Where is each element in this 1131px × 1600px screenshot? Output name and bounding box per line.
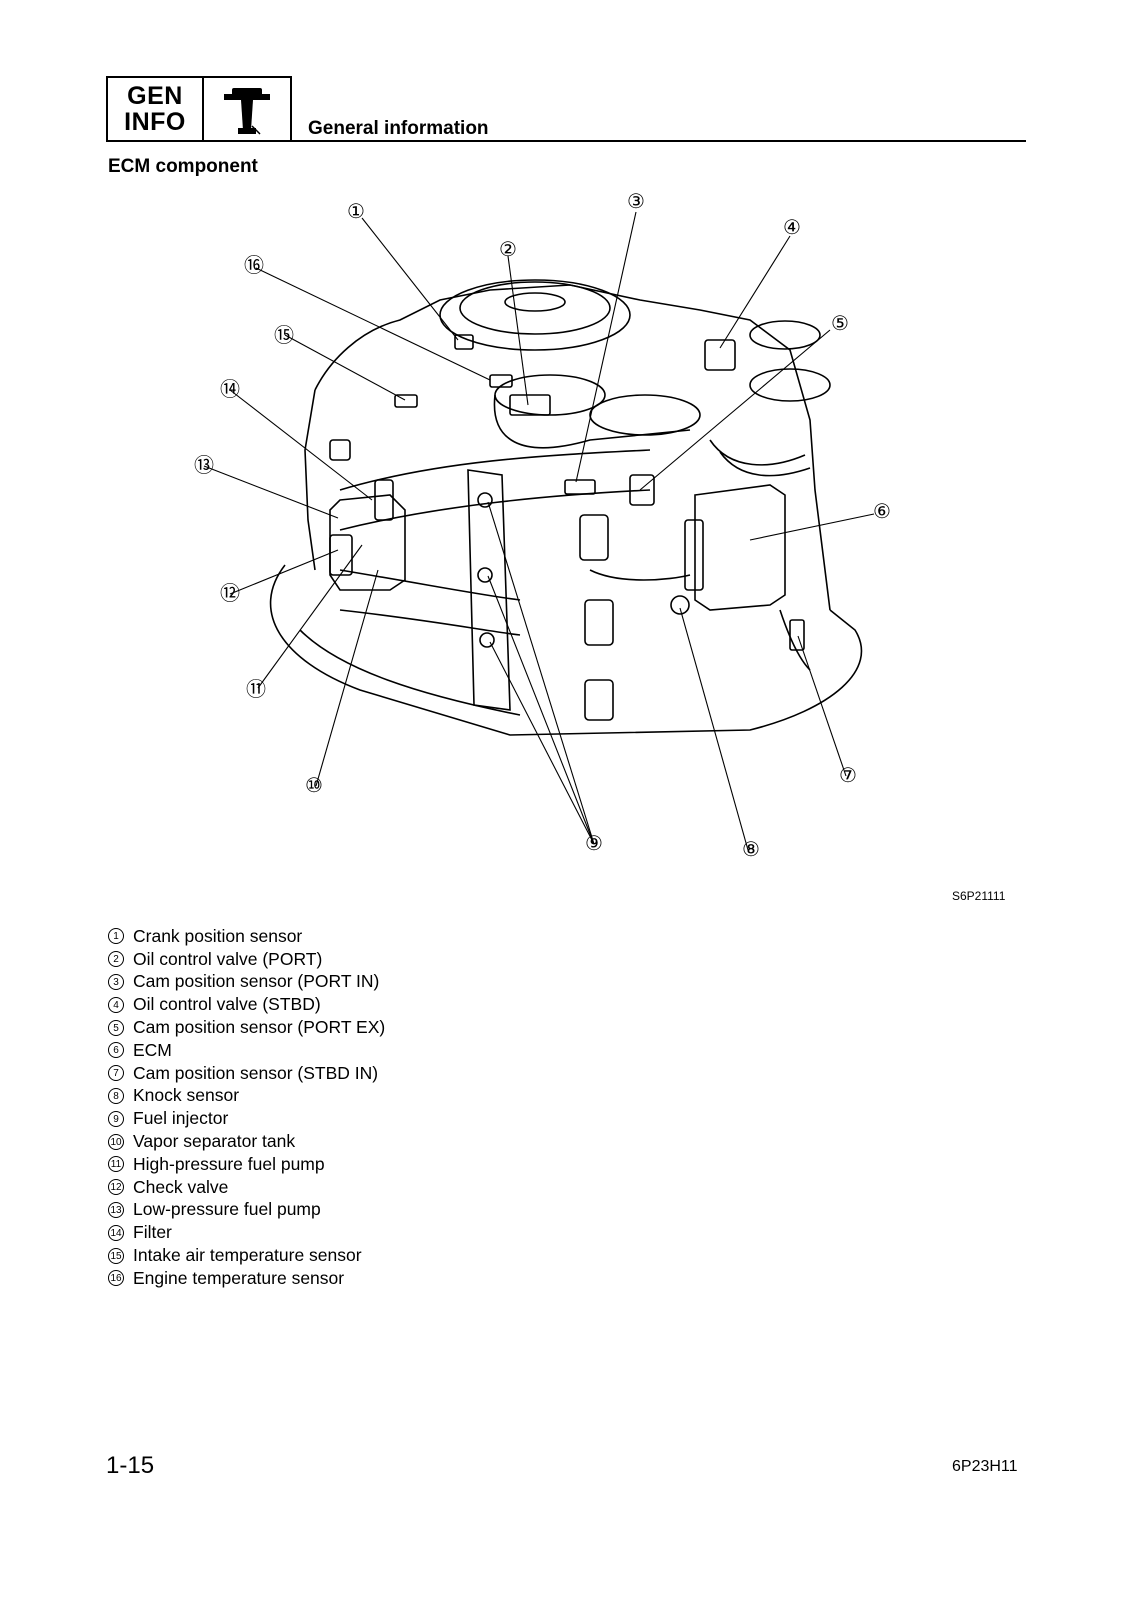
document-code: 6P23H11	[952, 1458, 1018, 1475]
legend-item: 12 Check valve	[108, 1176, 385, 1199]
legend-item: 11 High-pressure fuel pump	[108, 1153, 385, 1176]
legend-number: 10	[108, 1133, 124, 1150]
callout-15: ⑮	[274, 324, 294, 347]
legend-item: 4 Oil control valve (STBD)	[108, 993, 385, 1016]
callout-10: ⑩	[305, 775, 323, 797]
callout-13: ⑬	[194, 454, 214, 477]
legend-item: 7 Cam position sensor (STBD IN)	[108, 1062, 385, 1085]
legend-label: Engine temperature sensor	[133, 1267, 345, 1288]
legend-item: 6 ECM	[108, 1039, 385, 1062]
page-number: 1-15	[106, 1452, 155, 1479]
callout-5: ⑤	[831, 313, 849, 335]
legend-number: 5	[108, 1019, 124, 1036]
badge-line-info: INFO	[124, 108, 186, 136]
legend-number: 11	[108, 1156, 124, 1173]
outboard-motor-icon	[204, 78, 290, 140]
figure-code: S6P21111	[952, 889, 1006, 903]
legend-item: 8 Knock sensor	[108, 1085, 385, 1108]
legend-item: 5 Cam position sensor (PORT EX)	[108, 1016, 385, 1039]
legend-number: 15	[108, 1247, 124, 1264]
legend-number: 13	[108, 1201, 124, 1218]
section-badge: GEN INFO	[106, 76, 292, 142]
callout-leader-lines	[203, 211, 875, 851]
legend-number: 3	[108, 973, 124, 990]
legend-label: Vapor separator tank	[133, 1131, 296, 1152]
callout-16: ⑯	[244, 254, 264, 277]
callout-7: ⑦	[839, 765, 857, 787]
callout-6: ⑥	[873, 501, 891, 523]
callout-9: ⑨	[585, 833, 603, 855]
legend-number: 12	[108, 1179, 124, 1196]
legend-label: Crank position sensor	[133, 925, 303, 946]
legend-number: 1	[108, 928, 124, 945]
legend-item: 16 Engine temperature sensor	[108, 1267, 385, 1290]
legend-label: Oil control valve (STBD)	[133, 994, 321, 1015]
legend-item: 1 Crank position sensor	[108, 925, 385, 948]
legend-label: High-pressure fuel pump	[133, 1153, 325, 1174]
engine-ecm-diagram: ① ② ③ ④ ⑤ ⑥ ⑦ ⑧ ⑨ ⑩ ⑪ ⑫ ⑬ ⑭ ⑮ ⑯	[194, 191, 891, 861]
legend-label: Check valve	[133, 1176, 229, 1197]
legend-label: Cam position sensor (PORT IN)	[133, 971, 380, 992]
legend-item: 14 Filter	[108, 1221, 385, 1244]
legend-label: Oil control valve (PORT)	[133, 948, 323, 969]
legend-item: 9 Fuel injector	[108, 1107, 385, 1130]
legend-label: Cam position sensor (PORT EX)	[133, 1017, 386, 1038]
legend-number: 8	[108, 1087, 124, 1104]
legend-number: 4	[108, 996, 124, 1013]
legend-number: 14	[108, 1224, 124, 1241]
callout-2: ②	[499, 239, 517, 261]
legend-number: 2	[108, 951, 124, 968]
page-header-title: General information	[308, 118, 489, 139]
legend-item: 15 Intake air temperature sensor	[108, 1244, 385, 1267]
legend-label: Knock sensor	[133, 1085, 240, 1106]
callout-11: ⑪	[246, 678, 266, 701]
legend-label: Cam position sensor (STBD IN)	[133, 1062, 379, 1083]
legend-label: Intake air temperature sensor	[133, 1245, 362, 1266]
legend-number: 9	[108, 1110, 124, 1127]
callout-12: ⑫	[220, 582, 240, 605]
callout-1: ①	[347, 201, 365, 223]
callout-3: ③	[627, 191, 645, 213]
legend-number: 7	[108, 1065, 124, 1082]
callout-8: ⑧	[742, 839, 760, 861]
legend-label: Filter	[133, 1222, 172, 1243]
section-title: ECM component	[108, 156, 258, 177]
header-rule	[290, 140, 1026, 142]
legend-number: 16	[108, 1270, 124, 1287]
legend-item: 13 Low-pressure fuel pump	[108, 1199, 385, 1222]
engine-illustration	[269, 279, 863, 736]
badge-line-gen: GEN	[127, 82, 183, 110]
callout-14: ⑭	[220, 378, 240, 401]
callout-4: ④	[783, 217, 801, 239]
legend-item: 3 Cam position sensor (PORT IN)	[108, 971, 385, 994]
badge-text: GEN INFO	[108, 78, 204, 140]
legend-label: Low-pressure fuel pump	[133, 1199, 321, 1220]
legend-label: ECM	[133, 1039, 172, 1060]
legend-item: 2 Oil control valve (PORT)	[108, 948, 385, 971]
legend-item: 10 Vapor separator tank	[108, 1130, 385, 1153]
legend-number: 6	[108, 1042, 124, 1059]
legend-label: Fuel injector	[133, 1108, 229, 1129]
